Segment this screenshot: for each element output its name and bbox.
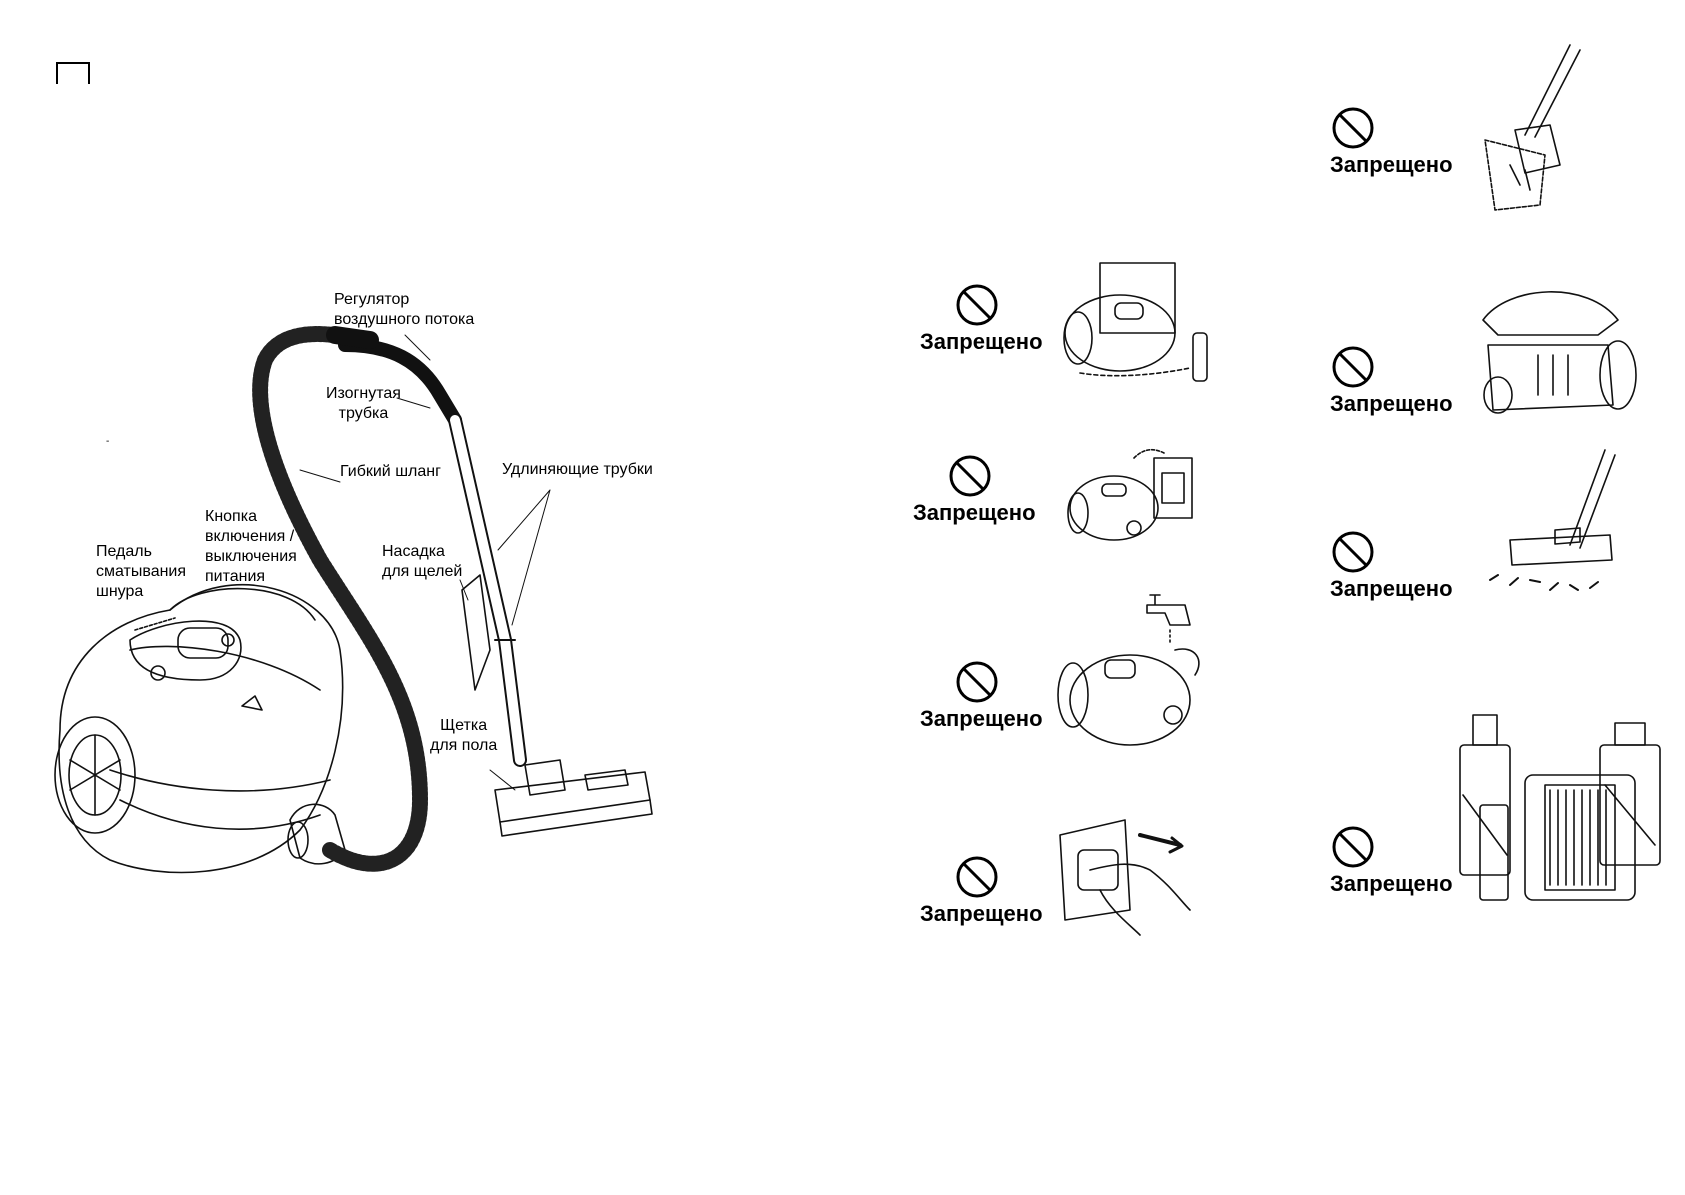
prohibited-icon: [956, 661, 998, 703]
warning-label: Запрещено: [1330, 152, 1453, 177]
label-floor-brush: Щетка для пола: [430, 717, 498, 754]
prohibited-icon: [956, 856, 998, 898]
prohibited-icon: [1332, 107, 1374, 149]
flexible-hose: [252, 326, 428, 872]
warning-label: Запрещено: [1330, 871, 1453, 896]
wheel: [54, 716, 136, 834]
label-flexible-hose: Гибкий шланг: [340, 463, 441, 480]
brush-debris-icon: [1489, 449, 1616, 591]
warning-label: Запрещено: [920, 706, 1043, 731]
vacuum-heater-icon: [1067, 448, 1193, 541]
label-extension-tubes: Удлиняющие трубки: [502, 461, 653, 478]
label-cord-pedal: Педаль сматывания шнура: [96, 543, 187, 600]
warning-label: Запрещено: [1330, 391, 1453, 416]
warning-label: Запрещено: [1330, 576, 1453, 601]
page-corner-mark: [56, 62, 90, 84]
vacuum-glass-icon: [1484, 44, 1581, 211]
prohibited-icon: [1332, 826, 1374, 868]
vacuum-open-lid-icon: [1482, 291, 1637, 414]
prohibited-icon: [1332, 531, 1374, 573]
vacuum-body: [58, 584, 344, 874]
label-power-button: Кнопка включения / выключения питания: [205, 508, 297, 585]
crevice-nozzle: [461, 574, 491, 691]
label-dash: -: [106, 436, 110, 447]
prohibited-icon: [956, 284, 998, 326]
label-airflow-regulator: Регулятор воздушного потока: [334, 291, 475, 328]
warning-label: Запрещено: [920, 329, 1043, 354]
label-crevice-nozzle: Насадка для щелей: [382, 543, 463, 580]
label-bent-tube: Изогнутая трубка: [326, 385, 401, 422]
vacuum-flammable-icon: [1063, 262, 1208, 382]
warning-label: Запрещено: [920, 901, 1043, 926]
vacuum-water-tap-icon: [1057, 594, 1200, 746]
plug-pull-icon: [1059, 819, 1191, 936]
warning-label: Запрещено: [913, 500, 1036, 525]
chemicals-filter-icon: [1459, 714, 1661, 901]
prohibited-icon: [1332, 346, 1374, 388]
prohibited-icon: [949, 455, 991, 497]
